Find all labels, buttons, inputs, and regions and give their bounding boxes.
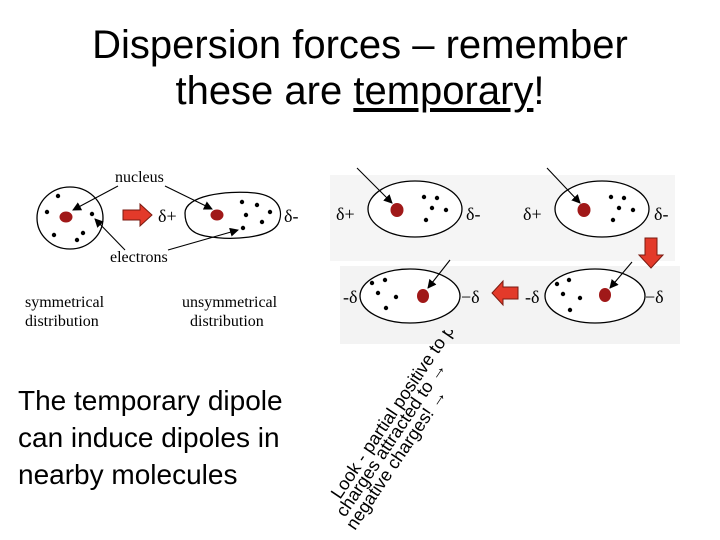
electron: [434, 195, 440, 201]
electrons-pointer: [94, 218, 126, 251]
symmetrical-atom: [36, 186, 104, 250]
title-line-2-start: these are: [175, 69, 354, 113]
electron: [383, 305, 389, 311]
negative-delta-label: -δ: [343, 287, 357, 307]
electron: [254, 202, 260, 208]
nucleus: [59, 211, 73, 223]
explanation-line: can induce dipoles in: [18, 422, 280, 453]
electron: [51, 232, 57, 238]
electron: [566, 277, 572, 283]
symmetrical-label-line-1: symmetrical: [25, 294, 105, 311]
electron: [423, 217, 429, 223]
dipole-diagram: δ+ δ- nucleus electrons symmetrical dist…: [25, 167, 680, 344]
electron: [421, 194, 427, 200]
delta-plus-label: δ+: [336, 204, 355, 224]
electron: [560, 291, 566, 297]
electron: [89, 211, 95, 217]
rotated-note: Look - partial positive to partial → cha…: [328, 330, 493, 533]
nucleus-pointer: [72, 185, 119, 211]
title-emphasis-temporary: temporary: [353, 69, 534, 113]
electron: [630, 207, 636, 213]
electron: [240, 225, 246, 231]
explanation-text: The temporary dipole can induce dipoles …: [18, 382, 338, 493]
electron: [429, 205, 435, 211]
electron: [621, 195, 627, 201]
electrons-pointer: [167, 227, 239, 251]
explanation-line: nearby molecules: [18, 459, 238, 490]
molecule-pointer: [356, 167, 393, 204]
molecule-boundary: [359, 268, 461, 324]
electron: [554, 281, 560, 287]
title-line-1: Dispersion forces – remember: [92, 23, 628, 67]
dipole-molecule: [544, 268, 646, 324]
nucleus: [417, 289, 429, 303]
delta-plus-label: δ+: [523, 204, 542, 224]
electron: [567, 307, 573, 313]
molecule-pointer: [609, 261, 633, 289]
electron: [243, 212, 249, 218]
electron: [55, 193, 61, 199]
electron: [267, 209, 273, 215]
electron: [616, 205, 622, 211]
title-line-2-end: !: [533, 69, 545, 113]
electron: [259, 219, 265, 225]
electron: [375, 290, 381, 296]
electron: [577, 295, 583, 301]
molecule-boundary: [544, 268, 646, 324]
dipole-molecule: [359, 268, 461, 324]
nucleus: [577, 203, 591, 217]
electron: [44, 209, 50, 215]
delta-minus-label: δ-: [654, 204, 668, 224]
unsymmetrical-label-line-1: unsymmetrical: [182, 294, 278, 311]
delta-plus-label: δ+: [158, 206, 177, 226]
electron: [608, 194, 614, 200]
negative-delta-label: −δ: [645, 287, 664, 307]
molecule-pointer: [427, 259, 451, 289]
unsymmetrical-label-line-2: distribution: [190, 313, 264, 330]
electron: [239, 199, 245, 205]
nucleus: [599, 288, 611, 302]
dipole-molecule: [554, 180, 650, 238]
electron: [382, 277, 388, 283]
negative-delta-label: −δ: [461, 287, 480, 307]
negative-delta-label: -δ: [525, 287, 539, 307]
electrons-label: electrons: [110, 249, 168, 266]
electron: [610, 217, 616, 223]
electron: [443, 207, 449, 213]
delta-minus-label: δ-: [284, 206, 298, 226]
nucleus-pointer: [164, 185, 213, 210]
title-line-2: these are temporary!: [0, 68, 720, 114]
nucleus: [210, 209, 224, 221]
electron: [80, 230, 86, 236]
electron: [74, 237, 80, 243]
rotated-note-line-2: charges attracted to →: [332, 358, 450, 520]
symmetrical-label-line-2: distribution: [25, 313, 99, 330]
return-arrow: [491, 279, 519, 307]
nucleus-label: nucleus: [115, 169, 164, 186]
nucleus: [390, 203, 404, 217]
electron: [393, 294, 399, 300]
molecule-pointer: [546, 167, 581, 204]
down-arrow: [637, 237, 665, 269]
slide-title: Dispersion forces – remember these are t…: [0, 22, 720, 114]
electron: [369, 280, 375, 286]
explanation-line: The temporary dipole: [18, 385, 283, 416]
delta-minus-label: δ-: [466, 204, 480, 224]
dipole-molecule: [367, 180, 463, 238]
transition-arrow: [122, 202, 153, 228]
